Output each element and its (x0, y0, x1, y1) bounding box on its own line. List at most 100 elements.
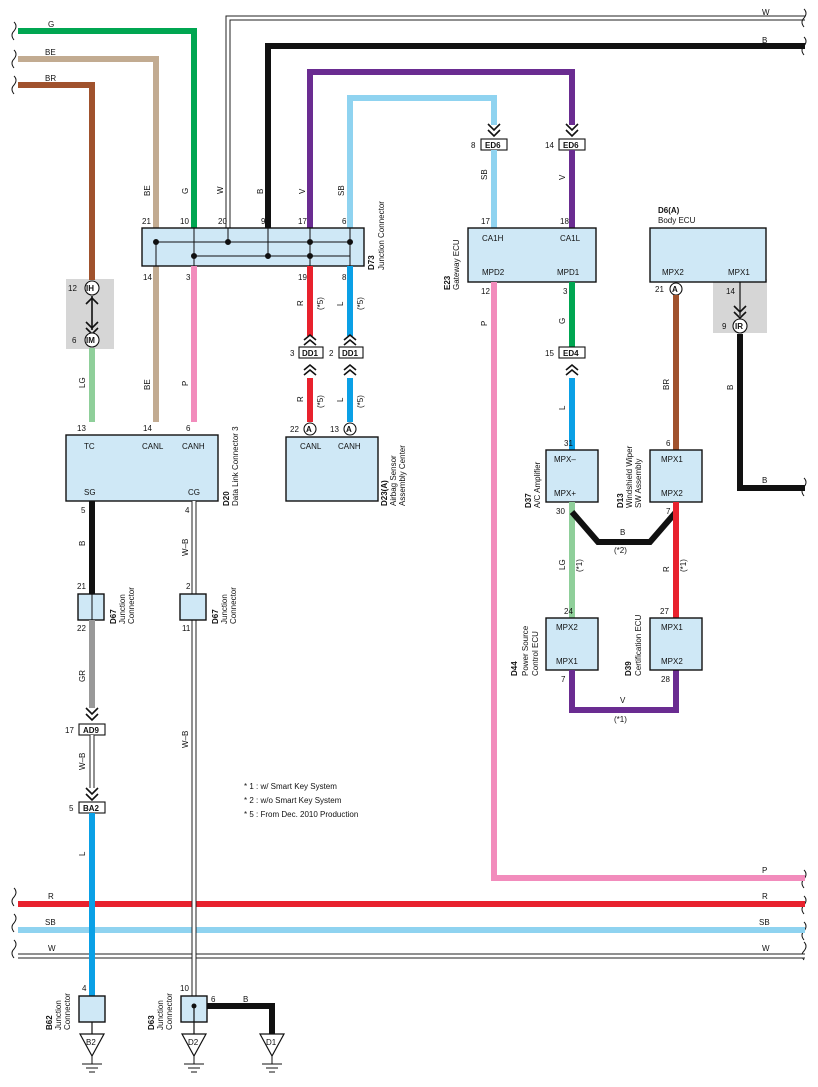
ground-d1-label: D1 (266, 1038, 277, 1047)
d37-pin-30: 30 (556, 507, 565, 516)
legend-line-3: * 5 : From Dec. 2010 Production (244, 810, 358, 819)
ba2-pin: 5 (69, 804, 74, 813)
wire-label-b-right: B (762, 476, 767, 485)
d20-sg: SG (84, 488, 96, 497)
wire-label-lg: LG (78, 377, 87, 388)
ad9-arrows (85, 707, 99, 722)
d67a-pin-22: 22 (77, 624, 86, 633)
d37-pin-31: 31 (564, 439, 573, 448)
d23-canl: CANL (300, 442, 322, 451)
d44-name-2: Control ECU (531, 631, 540, 676)
d20-canl: CANL (142, 442, 164, 451)
d37-ac-amplifier (545, 449, 599, 503)
e23-gateway-ecu (467, 227, 597, 283)
d67b-pin-11: 11 (182, 624, 191, 633)
im-connector (84, 332, 100, 348)
ed4-label: ED4 (563, 349, 579, 358)
d39-certification-ecu (649, 617, 703, 671)
d13-name-2: SW Assembly (634, 459, 643, 508)
bus-label-sb-right: SB (759, 918, 770, 927)
im-pin: 6 (72, 336, 77, 345)
d23-connector-a1 (303, 422, 317, 436)
dd1-pin-a: 3 (290, 349, 295, 358)
ground-b2 (78, 1033, 106, 1073)
e23-mpd1: MPD1 (557, 268, 580, 277)
wire-v-bottom (569, 670, 679, 713)
ir-connector (732, 318, 748, 334)
d67-junction-left (77, 593, 105, 621)
wire-v-top (307, 69, 575, 228)
b62-id: B62 (45, 1015, 54, 1030)
note-star2: (*2) (614, 546, 627, 555)
e23-pin-12: 12 (481, 287, 490, 296)
d73-pin-8: 8 (342, 273, 347, 282)
wire-label-b-ir: B (726, 385, 735, 390)
wire-label-e23-sb: SB (480, 169, 489, 180)
e23-name: Gateway ECU (452, 239, 461, 290)
wire-label-e23-v: V (558, 174, 567, 180)
ir-label: IR (735, 322, 743, 331)
note-star5-b: (*5) (356, 297, 365, 310)
break-marks-right (801, 8, 807, 961)
dd1-label-b: DD1 (342, 349, 359, 358)
ground-b2-label: B2 (86, 1038, 96, 1047)
note-star1-c: (*1) (679, 559, 688, 572)
note-star1-b: (*1) (614, 715, 627, 724)
d44-power-source-ecu (545, 617, 599, 671)
e23-pin-17: 17 (481, 217, 490, 226)
wire-label-ba2-l: L (78, 851, 87, 856)
wire-b-top (265, 43, 805, 228)
d39-id: D39 (624, 661, 633, 676)
wire-label-d20-wb: W–B (181, 539, 190, 556)
d73-wire-g: G (181, 188, 190, 194)
d6-name: Body ECU (658, 216, 696, 225)
d20-pin-6: 6 (186, 424, 191, 433)
wire-w-top (225, 15, 805, 228)
wire-label-g-ed4: G (558, 318, 567, 324)
d39-name: Certification ECU (634, 614, 643, 676)
wire-label-r-mid: R (662, 566, 671, 572)
d44-mpx2: MPX2 (556, 623, 578, 632)
d67b-name-2: Connector (229, 587, 238, 624)
d23-name-1: Airbag Sensor (389, 455, 398, 506)
dd1-connector-b (338, 346, 364, 359)
b62-name-1: Junction (54, 1000, 63, 1030)
d6-body-ecu (649, 227, 767, 283)
e23-pin-3: 3 (563, 287, 568, 296)
d73-pin-17: 17 (298, 217, 307, 226)
d6-id: D6(A) (658, 206, 680, 215)
d67a-pin-21: 21 (77, 582, 86, 591)
ad9-label: AD9 (83, 726, 100, 735)
wire-label-br: BR (45, 74, 56, 83)
wire-sb-top (347, 95, 497, 228)
ed6-arrows (487, 123, 579, 138)
d67b-pin-2: 2 (186, 582, 191, 591)
wire-label-r-low: R (296, 396, 305, 402)
d23-id: D23(A) (380, 480, 389, 506)
d20-pin-4: 4 (185, 506, 190, 515)
d73-wire-w: W (216, 186, 225, 194)
d44-name-1: Power Source (521, 625, 530, 676)
wire-label-b-top: B (762, 36, 767, 45)
wire-label-br-d6: BR (662, 379, 671, 390)
d6-pin-21: 21 (655, 285, 664, 294)
im-label: IM (86, 336, 95, 345)
d20-pin-14: 14 (143, 424, 152, 433)
d13-mpx1: MPX1 (661, 455, 683, 464)
dd1-label-a: DD1 (302, 349, 319, 358)
d67b-name-1: Junction (220, 594, 229, 624)
d73-name: Junction Connector (377, 201, 386, 270)
d23-pin-13: 13 (330, 425, 339, 434)
ih-connector (84, 280, 100, 296)
d23-a2-label: A (346, 425, 352, 434)
d44-pin-7: 7 (561, 675, 566, 684)
wire-label-w-top: W (762, 8, 770, 17)
wire-label-b-mid: B (620, 528, 625, 537)
d20-pin-5: 5 (81, 506, 86, 515)
d44-mpx1: MPX1 (556, 657, 578, 666)
d20-tc: TC (84, 442, 95, 451)
wire-br (18, 82, 95, 280)
ih-pin: 12 (68, 284, 77, 293)
ba2-label: BA2 (83, 804, 100, 813)
